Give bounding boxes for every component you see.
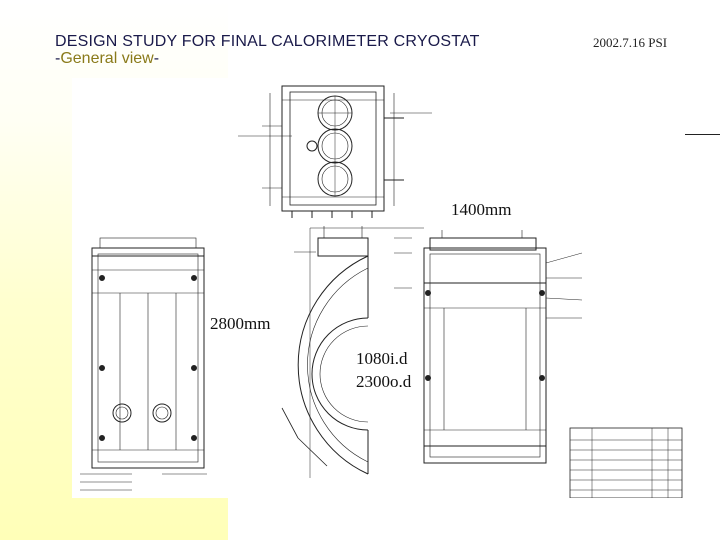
subtitle-prefix: -: [55, 50, 61, 67]
subtitle-suffix: -: [153, 50, 160, 67]
slide-subtitle: -General view-: [55, 50, 159, 68]
subtitle-main: General view: [60, 50, 154, 67]
top-view-drawing: [238, 85, 432, 218]
slide-title: DESIGN STUDY FOR FINAL CALORIMETER CRYOS…: [55, 33, 480, 50]
callout-width: 1400mm: [451, 200, 512, 219]
header-rule: [685, 134, 720, 135]
side-view-left: [80, 237, 207, 491]
callout-outer-diameter: 2300o.d: [356, 372, 412, 391]
callout-inner-diameter: 1080i.d: [356, 349, 408, 368]
date-author: 2002.7.16 PSI: [593, 35, 668, 50]
engineering-drawing: 1400mm 2800mm 1080i.d 2300o.d: [72, 78, 684, 499]
half-ring-cryostat: [281, 226, 424, 478]
end-view-right: [423, 230, 583, 464]
callout-length: 2800mm: [210, 314, 271, 333]
drawing-title-block: [569, 427, 683, 499]
